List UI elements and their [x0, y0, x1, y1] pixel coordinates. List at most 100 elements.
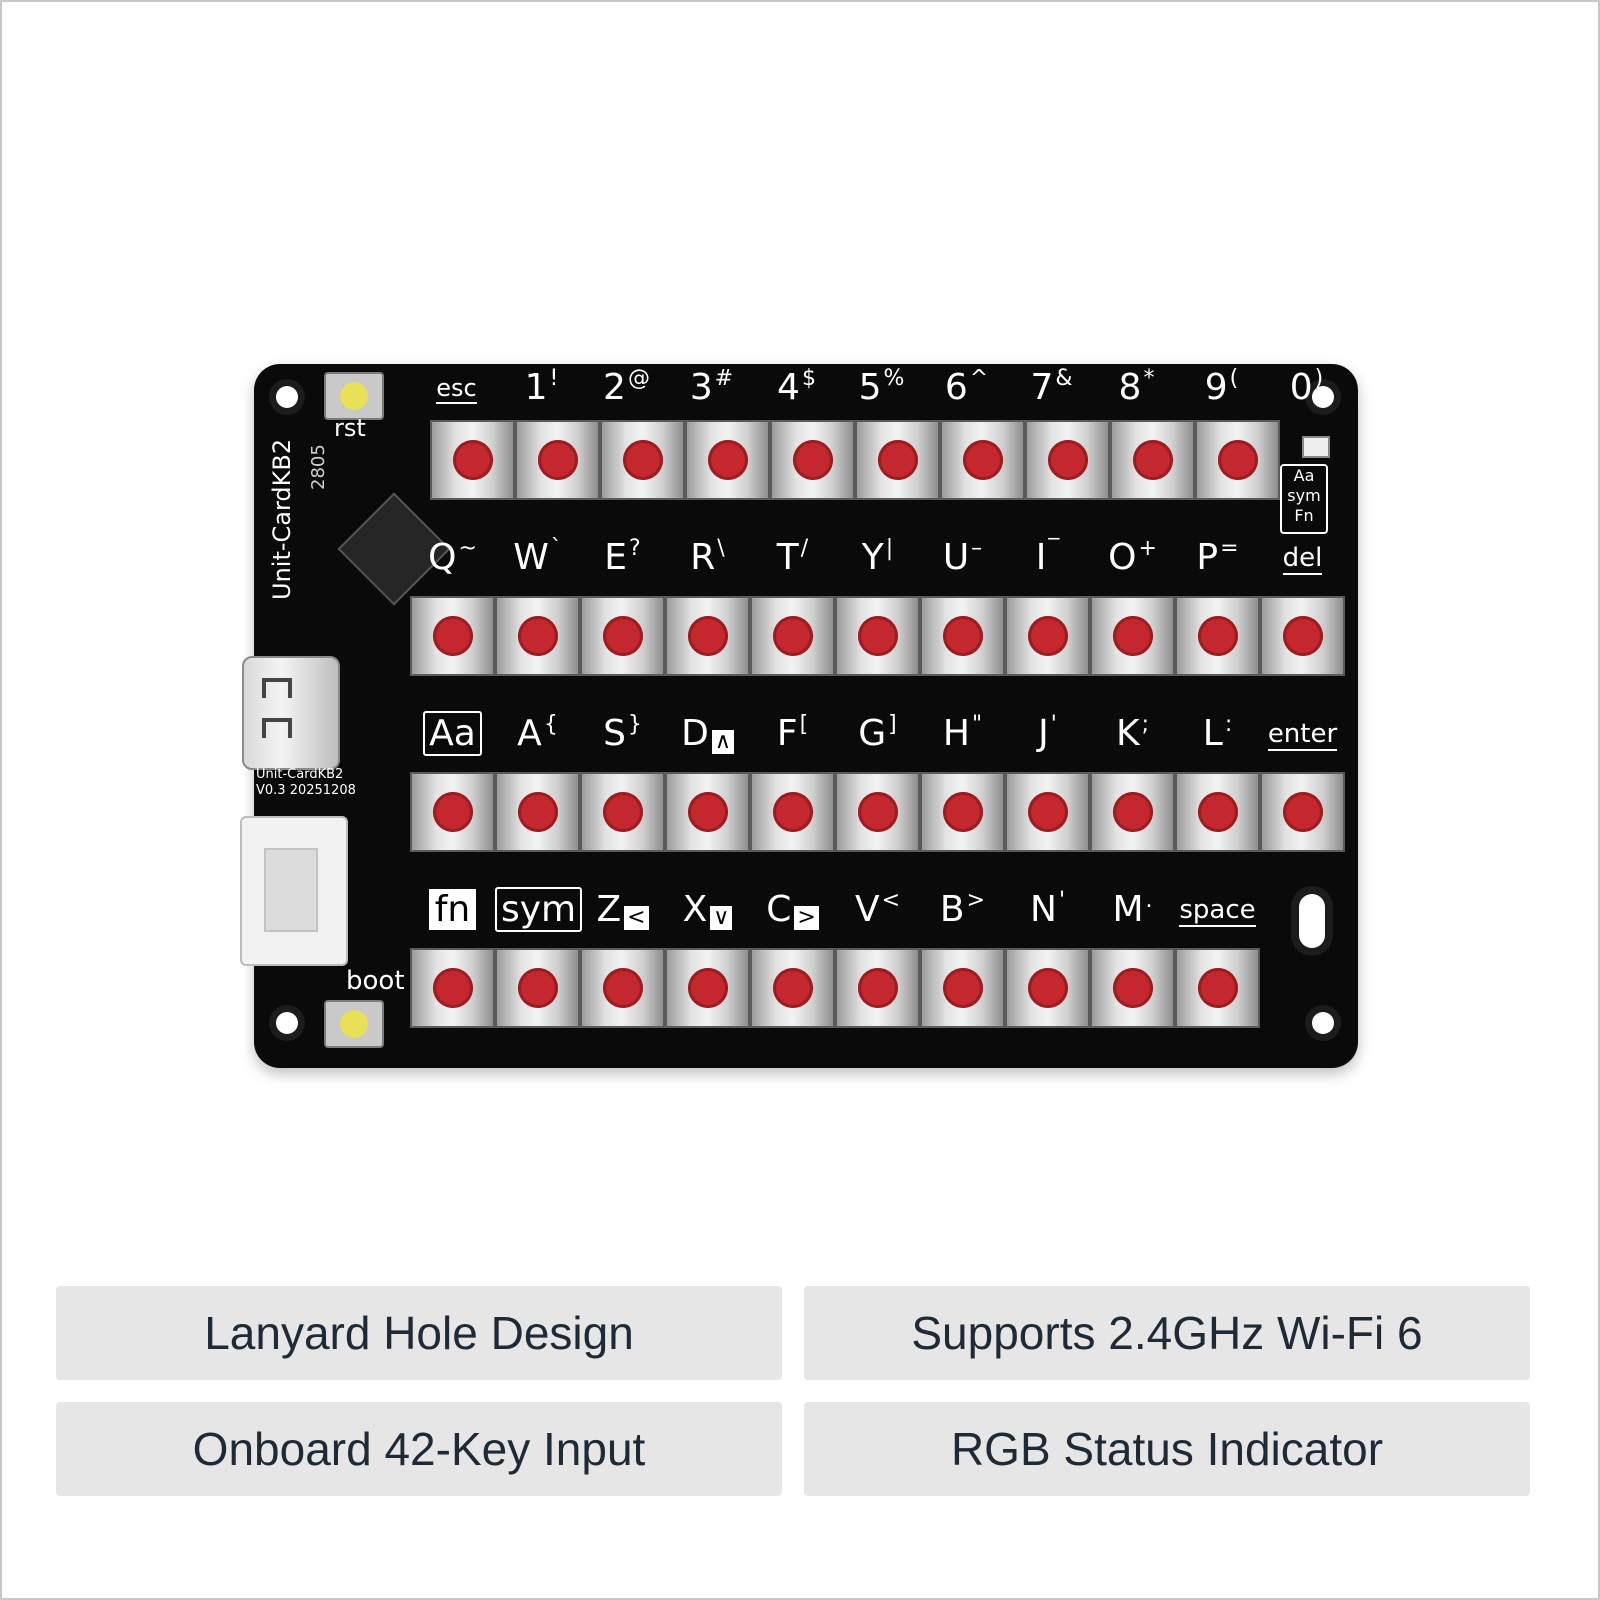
key-switch[interactable] — [410, 948, 495, 1028]
key-switch[interactable] — [920, 948, 1005, 1028]
key-cap — [1217, 440, 1258, 480]
key-switch[interactable] — [1005, 948, 1090, 1028]
key-switch[interactable] — [665, 772, 750, 852]
key-switch[interactable] — [580, 948, 665, 1028]
key-shift-char: ^ — [969, 366, 989, 391]
key-switch[interactable] — [1260, 772, 1345, 852]
key-cap — [517, 616, 558, 656]
key-switch[interactable] — [665, 596, 750, 676]
key-label: 4$ — [754, 366, 839, 413]
key-switch[interactable] — [855, 420, 940, 500]
key-switch[interactable] — [1090, 948, 1175, 1028]
key-switch[interactable] — [750, 772, 835, 852]
boot-button[interactable] — [324, 1000, 384, 1048]
key-label: 3# — [669, 366, 754, 413]
key-shift-char: { — [543, 712, 558, 737]
key-shift-char: > — [966, 888, 986, 913]
key-switch[interactable] — [1260, 596, 1345, 676]
key-switch[interactable] — [835, 596, 920, 676]
key-switch[interactable] — [1110, 420, 1195, 500]
key-label: enter — [1260, 714, 1345, 759]
feature-text: RGB Status Indicator — [950, 1423, 1384, 1475]
key-switch[interactable] — [685, 420, 770, 500]
key-cap — [687, 792, 728, 832]
key-main-char: esc — [436, 374, 477, 404]
key-main-char: Z — [596, 889, 622, 930]
key-cap — [857, 968, 898, 1008]
key-label: 7& — [1009, 366, 1094, 413]
key-cap — [1197, 968, 1238, 1008]
key-switch[interactable] — [410, 772, 495, 852]
reset-button[interactable] — [324, 372, 384, 420]
mount-hole — [276, 386, 298, 408]
key-switch[interactable] — [1175, 596, 1260, 676]
key-cap — [452, 440, 493, 480]
key-main-char: O — [1108, 537, 1137, 578]
key-cap — [1027, 792, 1068, 832]
key-main-char: Aa — [423, 711, 482, 756]
key-cap — [432, 968, 473, 1008]
key-switch[interactable] — [495, 596, 580, 676]
rst-label: rst — [334, 414, 366, 442]
key-shift-char: ‾ — [1048, 536, 1060, 561]
key-switch[interactable] — [770, 420, 855, 500]
key-label: K; — [1090, 712, 1175, 759]
grove-connector[interactable] — [240, 816, 348, 966]
usb-c-port[interactable] — [242, 656, 340, 770]
key-switch[interactable] — [410, 596, 495, 676]
key-label: T/ — [750, 536, 835, 583]
key-cap — [1027, 616, 1068, 656]
key-label: X∨ — [665, 890, 750, 935]
key-cap — [1112, 968, 1153, 1008]
key-arrow-glyph: > — [794, 906, 819, 930]
key-switch[interactable] — [750, 948, 835, 1028]
key-switch[interactable] — [665, 948, 750, 1028]
key-main-char: I — [1035, 537, 1047, 578]
key-switch[interactable] — [750, 596, 835, 676]
key-label: G] — [835, 712, 920, 759]
key-label: C> — [750, 890, 835, 935]
key-shift-char: % — [883, 366, 905, 391]
rgb-status-led — [1302, 436, 1330, 458]
key-switch[interactable] — [1195, 420, 1280, 500]
key-cap — [1282, 616, 1323, 656]
key-shift-char: ) — [1314, 366, 1324, 391]
key-switch[interactable] — [940, 420, 1025, 500]
key-shift-char: ; — [1141, 712, 1150, 737]
key-main-char: 6 — [944, 367, 968, 408]
key-switch[interactable] — [1005, 772, 1090, 852]
key-switch[interactable] — [600, 420, 685, 500]
key-switch[interactable] — [1025, 420, 1110, 500]
key-cap — [942, 616, 983, 656]
key-switch[interactable] — [515, 420, 600, 500]
key-switch[interactable] — [430, 420, 515, 500]
key-switch[interactable] — [1090, 596, 1175, 676]
key-switch[interactable] — [580, 772, 665, 852]
key-switch[interactable] — [1090, 772, 1175, 852]
key-switch[interactable] — [495, 772, 580, 852]
key-switch[interactable] — [1005, 596, 1090, 676]
feature-text: Supports 2.4GHz Wi-Fi 6 — [911, 1307, 1423, 1359]
key-switch[interactable] — [580, 596, 665, 676]
key-row-2 — [410, 596, 1345, 676]
key-cap — [602, 968, 643, 1008]
key-switch[interactable] — [920, 772, 1005, 852]
key-shift-char: $ — [801, 366, 816, 391]
key-shift-char: ] — [888, 712, 897, 737]
key-shift-char: * — [1143, 366, 1155, 391]
key-arrow-glyph: ∧ — [711, 730, 734, 754]
key-shift-char: ' — [1058, 888, 1065, 913]
key-switch[interactable] — [920, 596, 1005, 676]
key-label: 0) — [1264, 366, 1349, 413]
key-switch[interactable] — [495, 948, 580, 1028]
key-shift-char: : — [1224, 712, 1233, 737]
key-switch[interactable] — [1175, 772, 1260, 852]
key-label: H" — [920, 712, 1005, 759]
key-switch[interactable] — [835, 948, 920, 1028]
key-cap — [687, 968, 728, 1008]
key-main-char: P — [1196, 537, 1219, 578]
key-switch[interactable] — [1175, 948, 1260, 1028]
key-switch[interactable] — [835, 772, 920, 852]
